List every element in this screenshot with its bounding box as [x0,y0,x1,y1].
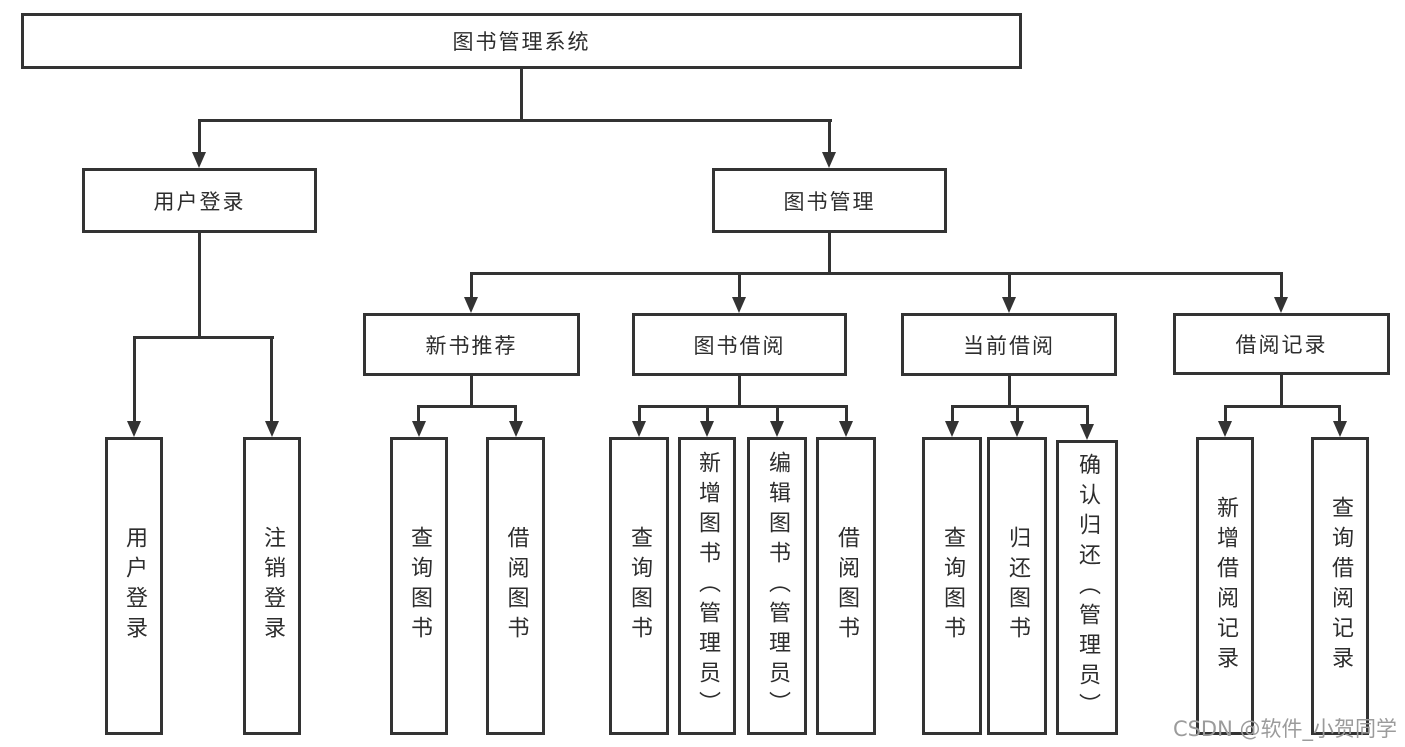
connector-arrow-user-login [197,119,201,152]
connector-new-book-rail [417,405,517,408]
connector-arrow-leaf-query-books-2 [637,405,641,421]
node-label: 图书管理 [783,189,876,214]
connector-user-login-rail [132,336,274,339]
connector-arrow-leaf-borrow-books-2 [844,405,848,421]
connector-arrow-leaf-add-record [1223,405,1227,421]
node-label: 借阅图书 [834,526,859,646]
connector-arrow-new-book-recommend [469,272,473,297]
node-book-management: 图书管理 [712,168,947,233]
connector-book-borrow-stem [737,375,741,407]
leaf-borrow-books-borrow: 借阅图书 [816,437,876,735]
connector-arrow-book-borrow [737,272,741,297]
node-label: 归还图书 [1005,526,1030,646]
connector-user-login-stem [197,232,201,338]
connector-arrow-leaf-borrow-books-1 [514,405,517,421]
connector-new-book-stem [469,375,473,407]
leaf-add-borrow-record: 新增借阅记录 [1196,437,1254,735]
connector-borrow-records-rail [1223,405,1341,408]
node-label: 注销登录 [260,526,285,646]
connector-arrow-leaf-logout [270,336,273,421]
connector-arrow-leaf-query-books-1 [417,405,420,421]
node-label: 编辑图书（管理员） [765,451,790,721]
node-label: 借阅记录 [1235,333,1328,357]
node-book-borrow: 图书借阅 [632,313,847,376]
connector-current-borrow-stem [1007,375,1011,407]
connector-arrow-book-management [827,119,831,152]
node-label: 新书推荐 [425,333,518,358]
leaf-borrow-books-recommend: 借阅图书 [486,437,545,735]
node-current-borrow: 当前借阅 [901,313,1117,376]
connector-level3-rail [469,272,1283,275]
node-label: 图书借阅 [693,333,786,358]
leaf-confirm-return-admin: 确认归还（管理员） [1056,440,1118,735]
node-label: 查询借阅记录 [1328,496,1353,676]
leaf-query-borrow-record: 查询借阅记录 [1311,437,1369,735]
leaf-edit-books-admin: 编辑图书（管理员） [747,437,807,735]
connector-arrow-leaf-add-books [705,405,709,421]
node-label: 图书管理系统 [452,30,591,54]
node-label: 新增借阅记录 [1213,496,1238,676]
node-label: 用户登录 [122,526,147,646]
connector-book-borrow-rail [637,405,847,408]
connector-arrow-leaf-query-record [1338,405,1341,421]
connector-arrow-leaf-edit-books [775,405,779,421]
node-label: 查询图书 [940,526,965,646]
connector-arrow-borrow-records [1279,272,1283,297]
connector-arrow-current-borrow [1007,272,1011,297]
node-label: 新增图书（管理员） [695,451,720,721]
node-user-login: 用户登录 [82,168,317,233]
leaf-query-books-current: 查询图书 [922,437,982,735]
node-label: 查询图书 [627,526,652,646]
leaf-query-books-borrow: 查询图书 [609,437,669,735]
connector-arrow-leaf-confirm-return [1085,405,1089,424]
leaf-query-books-recommend: 查询图书 [390,437,448,735]
connector-level2-rail [197,119,832,122]
connector-book-management-stem [827,232,831,274]
node-new-book-recommend: 新书推荐 [363,313,580,376]
node-label: 当前借阅 [963,333,1055,358]
connector-arrow-leaf-user-login [132,336,136,421]
node-library-management-system: 图书管理系统 [21,13,1022,69]
connector-arrow-leaf-query-books-3 [950,405,954,421]
node-label: 借阅图书 [503,526,529,646]
connector-root-stem [519,68,523,121]
leaf-return-books: 归还图书 [987,437,1047,735]
connector-borrow-records-stem [1279,375,1283,407]
node-label: 用户登录 [153,189,246,214]
csdn-watermark: CSDN @软件_小贺同学 [1172,717,1397,741]
leaf-user-login: 用户登录 [105,437,163,735]
node-label: 查询图书 [407,526,432,646]
leaf-add-books-admin: 新增图书（管理员） [678,437,736,735]
node-borrow-records: 借阅记录 [1173,313,1390,375]
connector-arrow-leaf-return-books [1015,405,1019,421]
connector-current-borrow-rail [950,405,1089,408]
leaf-logout: 注销登录 [243,437,301,735]
node-label: 确认归还（管理员） [1075,452,1100,723]
